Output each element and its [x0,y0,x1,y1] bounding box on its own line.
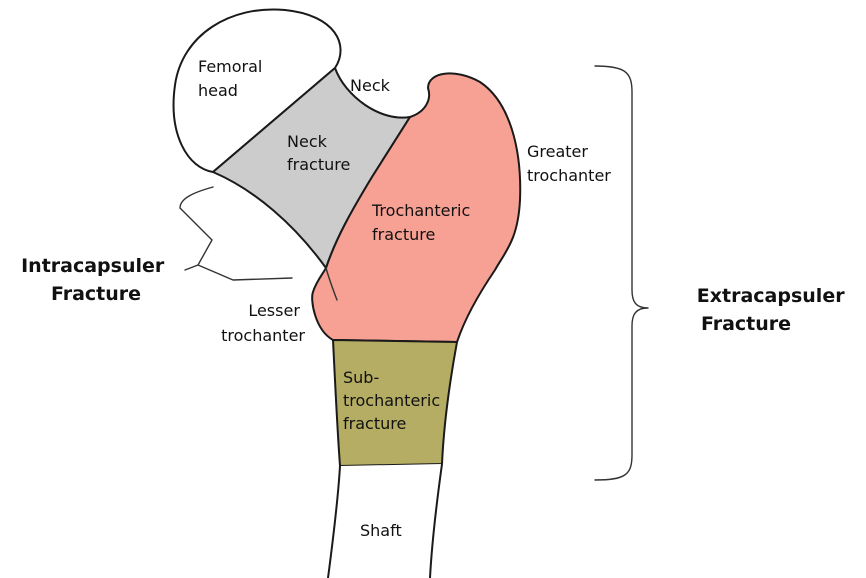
label-greater-trochanter: Greater trochanter [527,142,611,185]
label-lesser-trochanter: Lesser trochanter [221,301,305,345]
label-neck: Neck [350,76,391,95]
extracapsular-bracket [595,66,648,480]
label-shaft: Shaft [360,521,402,540]
label-extracapsular-fracture: Extracapsuler Fracture [697,285,851,335]
intracapsular-bracket-tip [185,265,198,270]
label-intracapsular-fracture: Intracapsuler Fracture [21,255,171,305]
